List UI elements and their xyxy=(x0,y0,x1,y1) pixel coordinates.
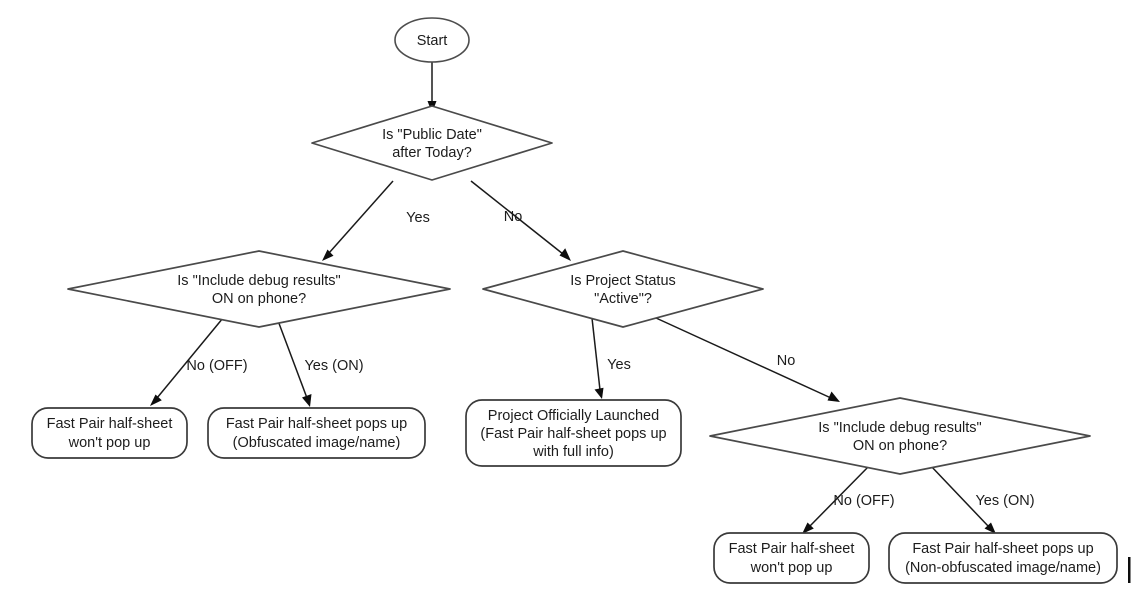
node-no-popup-left[interactable]: Fast Pair half-sheet won't pop up xyxy=(31,407,188,459)
edge-label-yes-on: Yes (ON) xyxy=(304,358,363,374)
edge-line xyxy=(808,464,871,528)
edge-line xyxy=(929,464,990,528)
edge-label-yes-on: Yes (ON) xyxy=(975,493,1034,509)
node-debug-results-left-decision[interactable]: Is "Include debug results" ON on phone? xyxy=(67,250,451,328)
node-label-line-1: Is Project Status xyxy=(570,273,676,289)
node-shape-rounded-rect xyxy=(465,399,682,467)
node-label-start: Start xyxy=(417,33,448,49)
edge-start-to-public-date xyxy=(427,59,437,113)
edge-line xyxy=(591,317,601,391)
node-shape-rounded-rect xyxy=(31,407,188,459)
node-shape-diamond xyxy=(709,397,1091,475)
edge-line xyxy=(655,317,832,399)
edge-line xyxy=(328,180,394,254)
node-start[interactable]: Start xyxy=(394,17,470,63)
arrowhead-icon xyxy=(827,391,840,402)
node-label-line-2: won't pop up xyxy=(750,560,833,576)
node-label-line-2: (Fast Pair half-sheet pops up xyxy=(480,426,666,442)
arrowhead-icon xyxy=(594,387,604,399)
edge-artifact-mark xyxy=(1128,557,1131,583)
edge-label-no-off: No (OFF) xyxy=(186,358,247,374)
node-label-line-2: ON on phone? xyxy=(853,438,947,454)
node-shape-rounded-rect xyxy=(713,532,870,584)
edge-label-yes: Yes xyxy=(607,357,631,373)
node-label-line-2: ON on phone? xyxy=(212,291,306,307)
node-shape-rounded-rect xyxy=(888,532,1118,584)
node-label-line-1: Fast Pair half-sheet xyxy=(47,416,173,432)
edge-debug-left-no-off: No (OFF) xyxy=(150,317,248,406)
node-obfuscated-popup[interactable]: Fast Pair half-sheet pops up (Obfuscated… xyxy=(207,407,426,459)
edge-project-status-no: No xyxy=(655,317,840,402)
node-label-line-1: Is "Include debug results" xyxy=(818,420,981,436)
node-label-line-2: won't pop up xyxy=(68,435,151,451)
node-project-status-decision[interactable]: Is Project Status "Active"? xyxy=(482,250,764,328)
node-label-line-2: (Obfuscated image/name) xyxy=(233,435,401,451)
node-no-popup-right[interactable]: Fast Pair half-sheet won't pop up xyxy=(713,532,870,584)
edge-label-yes: Yes xyxy=(406,210,430,226)
node-label-line-1: Project Officially Launched xyxy=(488,408,659,424)
node-public-date-decision[interactable]: Is "Public Date" after Today? xyxy=(311,105,553,181)
edge-line xyxy=(276,317,308,399)
edge-public-date-yes: Yes xyxy=(322,180,430,261)
node-shape-diamond xyxy=(482,250,764,328)
edge-debug-left-yes-on: Yes (ON) xyxy=(276,317,364,407)
node-label-line-3: with full info) xyxy=(532,444,614,460)
arrowhead-icon xyxy=(559,248,571,261)
edge-project-status-yes: Yes xyxy=(591,317,631,399)
edge-debug-right-no-off: No (OFF) xyxy=(802,464,895,534)
node-shape-ellipse xyxy=(394,17,470,63)
arrowhead-icon xyxy=(984,522,996,534)
edge-label-no: No xyxy=(504,209,523,225)
arrowhead-icon xyxy=(302,394,312,407)
node-nonobfuscated-popup[interactable]: Fast Pair half-sheet pops up (Non-obfusc… xyxy=(888,532,1118,584)
arrowhead-icon xyxy=(150,394,162,406)
edge-label-no-off: No (OFF) xyxy=(833,493,894,509)
node-shape-diamond xyxy=(311,105,553,181)
node-label-line-1: Is "Public Date" xyxy=(382,127,482,143)
edge-line xyxy=(156,317,224,399)
node-label-line-1: Is "Include debug results" xyxy=(177,273,340,289)
node-label-line-1: Fast Pair half-sheet pops up xyxy=(912,541,1093,557)
node-label-line-1: Fast Pair half-sheet xyxy=(729,541,855,557)
node-label-line-2: "Active"? xyxy=(594,291,652,307)
edge-debug-right-yes-on: Yes (ON) xyxy=(929,464,1035,534)
arrowhead-icon xyxy=(802,522,814,534)
arrowhead-icon xyxy=(322,249,334,261)
edge-public-date-no: No xyxy=(470,180,571,261)
node-project-launched[interactable]: Project Officially Launched (Fast Pair h… xyxy=(465,399,682,467)
node-label-line-1: Fast Pair half-sheet pops up xyxy=(226,416,407,432)
node-shape-rounded-rect xyxy=(207,407,426,459)
node-label-line-2: (Non-obfuscated image/name) xyxy=(905,560,1101,576)
edge-line xyxy=(470,180,564,255)
edge-label-no: No xyxy=(777,353,796,369)
node-shape-diamond xyxy=(67,250,451,328)
node-debug-results-right-decision[interactable]: Is "Include debug results" ON on phone? xyxy=(709,397,1091,475)
node-label-line-2: after Today? xyxy=(392,145,472,161)
